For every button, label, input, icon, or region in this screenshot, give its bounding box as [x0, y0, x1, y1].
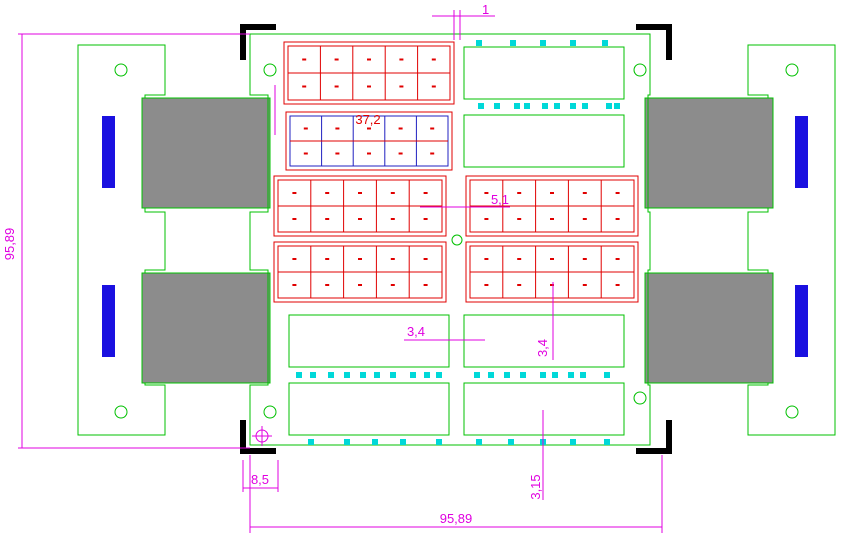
- pad: [372, 439, 378, 445]
- pad: [604, 372, 610, 378]
- pad: [602, 40, 608, 46]
- cell-module: [283, 41, 455, 105]
- right-blue-bar-bottom: [795, 285, 808, 357]
- left-blue-bar-top: [102, 116, 115, 188]
- cell-module: [465, 241, 639, 303]
- left-blue-bar-bottom: [102, 285, 115, 357]
- pad: [606, 103, 612, 109]
- pad: [504, 372, 510, 378]
- dim-bottom-width: 95,89: [440, 511, 473, 526]
- dim-left-height: 95,89: [2, 228, 17, 261]
- pad: [310, 372, 316, 378]
- pad: [540, 372, 546, 378]
- pad: [570, 103, 576, 109]
- dim-corner-offset: 8,5: [251, 472, 269, 487]
- left-side-rail: [77, 44, 166, 436]
- dim-bottom-margin: 3,15: [528, 474, 543, 499]
- right-grey-block-top: [644, 97, 774, 209]
- pad: [524, 103, 530, 109]
- pad: [360, 372, 366, 378]
- pad: [540, 40, 546, 46]
- pad: [374, 372, 380, 378]
- pad: [570, 439, 576, 445]
- pad: [604, 439, 610, 445]
- pad: [568, 372, 574, 378]
- right-blue-bar-top: [795, 116, 808, 188]
- pad: [552, 372, 558, 378]
- main-board-outline: [249, 33, 651, 446]
- pad: [476, 40, 482, 46]
- cell-module: [285, 111, 453, 171]
- pad: [520, 372, 526, 378]
- dim-horizontal-gap: 3,4: [407, 324, 425, 339]
- pad: [478, 103, 484, 109]
- pad: [424, 372, 430, 378]
- pad: [436, 372, 442, 378]
- left-grey-block-top: [141, 97, 271, 209]
- component-boxes: [288, 46, 625, 436]
- pad: [410, 372, 416, 378]
- pad: [570, 40, 576, 46]
- dim-module-gap: 5,1: [491, 192, 509, 207]
- pad: [542, 103, 548, 109]
- dim-cell-width: 37,2: [355, 112, 380, 127]
- right-grey-block-bottom: [644, 272, 774, 384]
- pad: [474, 372, 480, 378]
- pad: [400, 439, 406, 445]
- pad: [308, 439, 314, 445]
- pad: [488, 372, 494, 378]
- pad: [582, 103, 588, 109]
- pad: [390, 372, 396, 378]
- left-grey-block-bottom: [141, 272, 271, 384]
- pad: [514, 103, 520, 109]
- pads: [296, 40, 620, 445]
- cell-module: [273, 175, 447, 237]
- cell-module: [465, 175, 639, 237]
- pad: [508, 439, 514, 445]
- dimension-lines: [18, 10, 663, 533]
- pad: [494, 103, 500, 109]
- pad: [476, 439, 482, 445]
- dim-vertical-gap: 3,4: [535, 339, 550, 357]
- corner-brackets: [240, 24, 672, 454]
- pad: [344, 372, 350, 378]
- pad: [580, 372, 586, 378]
- cell-module: [273, 241, 447, 303]
- pad: [436, 439, 442, 445]
- pad: [328, 372, 334, 378]
- pad: [344, 439, 350, 445]
- pad: [510, 40, 516, 46]
- right-side-rail: [747, 44, 836, 436]
- pad: [614, 103, 620, 109]
- relay-modules: [273, 41, 639, 303]
- pad: [296, 372, 302, 378]
- pad: [554, 103, 560, 109]
- dim-top-gap: 1: [482, 2, 489, 17]
